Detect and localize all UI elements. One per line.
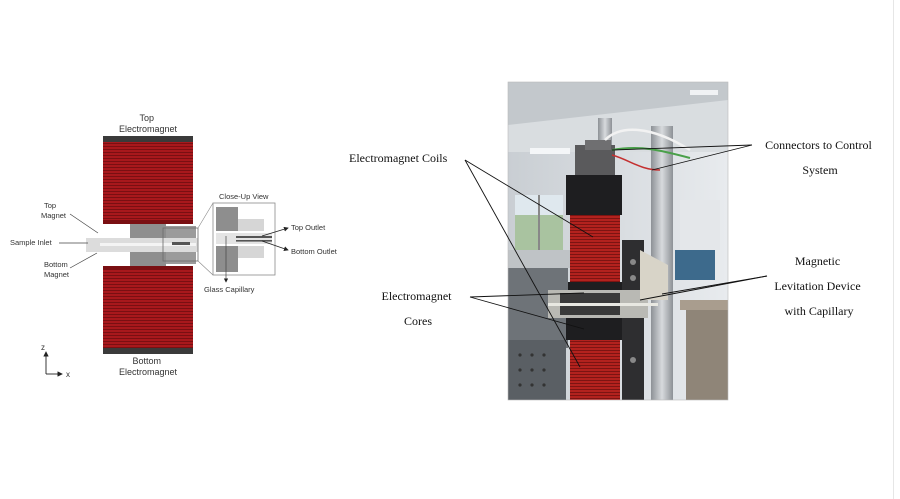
axis-x-label: x [66, 370, 70, 379]
top-outlet-label: Top Outlet [291, 223, 326, 232]
connectors-leader-b [651, 144, 753, 171]
zoom-line-bottom [197, 260, 214, 276]
top-magnet-leader [69, 213, 99, 234]
bottom-outlet-arrow [261, 240, 289, 251]
cores-leader-bottom [469, 296, 585, 330]
top-outlet-arrow [261, 226, 289, 237]
close-up-view-label: Close-Up View [219, 192, 269, 201]
bottom-magnet [130, 250, 166, 266]
electromagnet-coils-label: Electromagnet Coils [349, 151, 448, 165]
top-magnet [130, 224, 166, 242]
sample-inlet-label: Sample Inlet [10, 238, 53, 247]
close-up-view [212, 202, 276, 283]
schematic-diagram: Top Electromagnet Bottom [10, 113, 338, 379]
electromagnet-cores-label: Electromagnet Cores [382, 289, 455, 328]
bottom-magnet-leader [69, 252, 98, 269]
cores-leader-top [469, 292, 585, 298]
device-photo [507, 81, 729, 401]
close-up-region-box [162, 227, 199, 262]
top-magnet-label: Top Magnet [41, 201, 67, 220]
connectors-leader-a [611, 144, 753, 151]
coils-leader-bottom [464, 159, 581, 368]
zoom-line-top [197, 202, 214, 229]
bottom-magnet-label: Bottom Magnet [44, 260, 70, 279]
axis-z-label: z [41, 343, 45, 352]
bottom-outlet-label: Bottom Outlet [291, 247, 338, 256]
bottom-electromagnet-label: Bottom Electromagnet [119, 356, 178, 377]
glass-capillary-label: Glass Capillary [204, 285, 255, 294]
levitation-leader-b [661, 275, 768, 295]
connectors-label: Connectors to Control System [765, 138, 875, 177]
photo-annotations: Electromagnet Coils Electromagnet Cores … [349, 138, 875, 368]
top-electromagnet-label: Top Electromagnet [119, 113, 178, 134]
bottom-electromagnet [103, 266, 193, 354]
top-electromagnet [103, 136, 193, 224]
right-edge-line [893, 0, 894, 499]
magnet-assembly [86, 224, 199, 266]
levitation-device-label: Magnetic Levitation Device with Capillar… [774, 254, 863, 318]
coils-leader-top [464, 159, 594, 238]
axes-indicator: z x [41, 343, 70, 379]
